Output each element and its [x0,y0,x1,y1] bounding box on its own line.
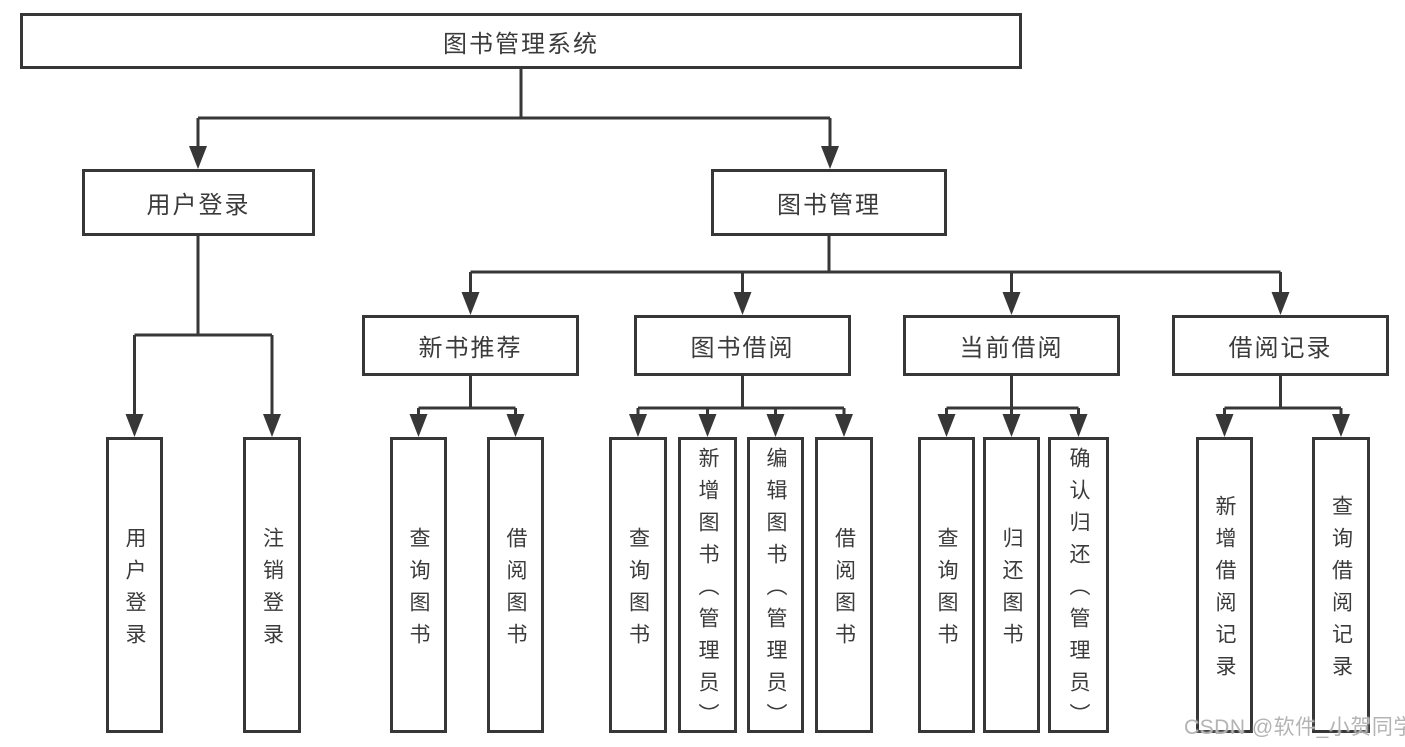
arrowhead [409,414,428,437]
connector-borrow-records-to-leaves [1215,376,1350,437]
leaf-add-books-admin: 新增图书（管理员） [678,437,737,735]
node-label: 确认归还（管理员） [1067,446,1090,735]
node-label: 用户登录 [146,192,251,219]
node-current-borrow: 当前借阅 [903,315,1120,376]
node-label: 图书管理 [777,192,881,219]
node-label: 当前借阅 [959,335,1064,362]
node-label: 借阅图书 [832,526,856,655]
node-label: 借阅图书 [504,526,527,655]
csdn-watermark: CSDN @软件_小贺同学 [1184,716,1405,739]
leaf-query-books-borrow: 查询图书 [609,437,667,733]
arrowhead [1332,414,1350,437]
leaf-borrow-books-recommend: 借阅图书 [487,437,544,733]
node-label: 查询图书 [935,526,958,655]
leaf-borrow-books: 借阅图书 [815,437,873,733]
node-label: 查询图书 [407,526,430,655]
node-new-book-recommend: 新书推荐 [362,315,579,376]
node-label: 注销登录 [260,526,284,655]
leaf-edit-books-admin: 编辑图书（管理员） [747,437,804,735]
connector-book-management-to-level3 [461,236,1290,315]
leaf-add-borrow-record: 新增借阅记录 [1196,437,1253,733]
connector-new-book-to-leaves [409,376,525,437]
connector-user-login-to-leaves [125,236,281,437]
connector-root-to-level2 [189,69,839,169]
arrowhead [1002,292,1021,315]
node-label: 新书推荐 [418,335,523,362]
node-label: 图书管理系统 [443,30,599,58]
arrowhead [506,414,525,437]
node-label: 图书借阅 [690,335,795,362]
node-user-login: 用户登录 [82,169,315,236]
connector-current-borrow-to-leaves [937,376,1088,437]
arrowhead [821,146,839,169]
arrowhead [1002,414,1021,437]
node-library-system: 图书管理系统 [20,13,1022,69]
arrowhead [835,414,853,437]
arrowhead [1215,414,1234,437]
arrowhead [733,292,752,315]
leaf-confirm-return-admin: 确认归还（管理员） [1048,437,1109,735]
leaf-query-borrow-record: 查询借阅记录 [1312,437,1370,733]
node-borrow-records: 借阅记录 [1172,315,1389,376]
arrowhead [263,414,281,437]
node-label: 借阅记录 [1228,335,1333,362]
node-label: 查询借阅记录 [1329,494,1353,687]
arrowhead [1069,414,1088,437]
leaf-return-books: 归还图书 [983,437,1040,733]
node-label: 编辑图书（管理员） [764,446,787,735]
arrowhead [698,414,717,437]
node-label: 归还图书 [1000,526,1023,655]
leaf-query-books-recommend: 查询图书 [390,437,447,733]
arrowhead [1271,292,1290,315]
connector-book-borrow-to-leaves [629,376,853,437]
node-label: 新增借阅记录 [1213,494,1236,687]
arrowhead [189,146,207,169]
node-label: 新增图书（管理员） [696,446,719,735]
arrowhead [766,414,785,437]
leaf-query-books-current: 查询图书 [918,437,975,733]
leaf-logout: 注销登录 [243,437,301,733]
arrowhead [125,414,144,437]
arrowhead [629,414,647,437]
leaf-user-login: 用户登录 [106,437,163,733]
arrowhead [937,414,956,437]
node-label: 查询图书 [626,526,650,655]
node-label: 用户登录 [123,526,146,655]
node-book-borrow: 图书借阅 [634,315,851,376]
arrowhead [461,292,480,315]
node-book-management: 图书管理 [711,169,947,236]
